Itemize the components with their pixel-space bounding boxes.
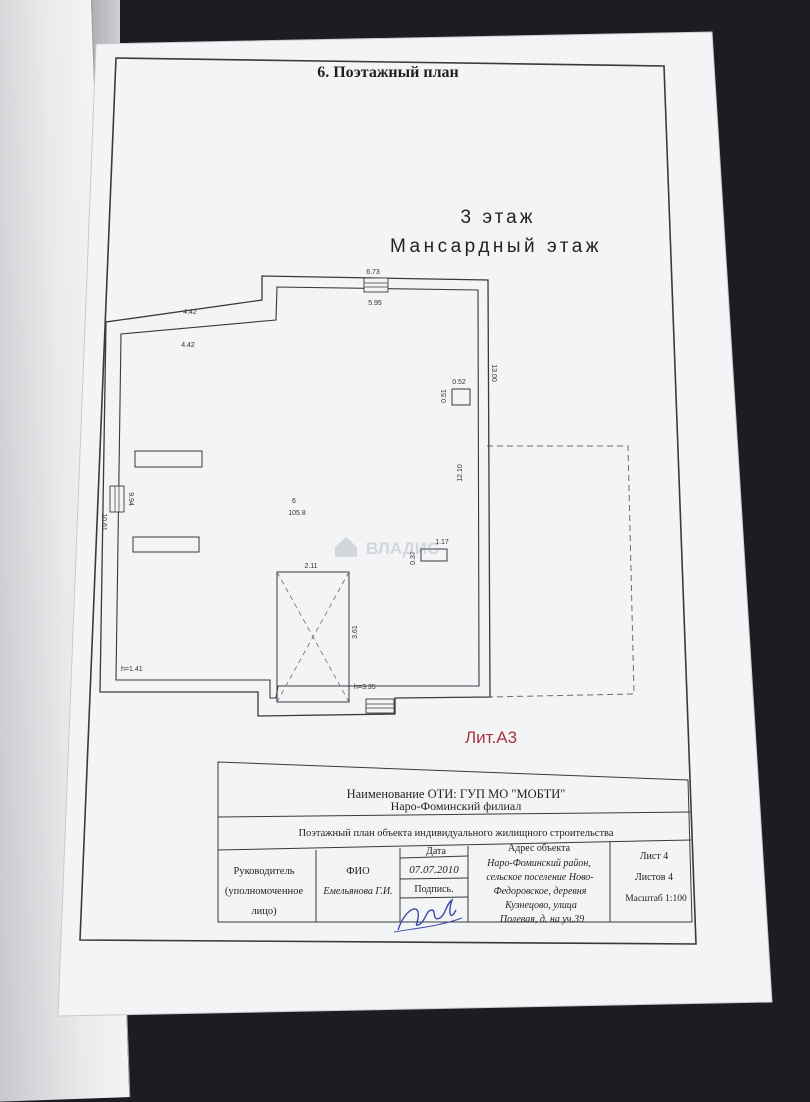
skylight-lower xyxy=(132,536,200,553)
tb-address-line2: сельское поселение Ново- xyxy=(486,872,593,883)
watermark-text: ВЛАДИС xyxy=(366,539,439,558)
tb-doc-title: Поэтажный план объекта индивидуального ж… xyxy=(298,828,613,839)
tb-role-line1: Руководитель xyxy=(234,866,295,877)
tb-date-value: 07.07.2010 xyxy=(409,864,459,876)
tb-sheet-label: Лист 4 xyxy=(640,851,668,862)
tb-org-line1: Наименование ОТИ: ГУП МО "МОБТИ" xyxy=(347,787,566,801)
page-frame xyxy=(79,57,697,945)
dim-stair-height: 3.61 xyxy=(352,625,359,639)
tb-scale-label: Масштаб 1:100 xyxy=(625,893,687,904)
stair-opening xyxy=(276,571,350,703)
room-area: 105.8 xyxy=(288,510,306,517)
tb-address-line3: Федоровское, деревня xyxy=(494,886,587,897)
title-block xyxy=(217,761,693,923)
dim-right-inner: 12.10 xyxy=(457,464,464,482)
dim-chimney-width: 0.52 xyxy=(452,379,466,386)
dim-top-inner: 5.95 xyxy=(368,300,382,307)
ventilation-shaft xyxy=(420,548,448,562)
dim-stair-width: 2.11 xyxy=(304,563,317,570)
watermark-house-icon xyxy=(335,537,357,557)
dim-shaft-width: 1.17 xyxy=(435,539,449,546)
outer-wall xyxy=(99,275,491,717)
dim-right-height: 13.00 xyxy=(490,364,497,382)
room-number: 6 xyxy=(292,498,296,505)
paper-sheet xyxy=(57,31,773,1017)
watermark: ВЛАДИС xyxy=(335,537,439,558)
tb-address-label: Адрес объекта xyxy=(508,843,571,854)
page-heading: 6. Поэтажный план xyxy=(317,64,459,81)
height-left: h=1.41 xyxy=(121,666,143,673)
skylight-upper xyxy=(134,450,203,468)
dim-left-height: 10.61 xyxy=(100,513,107,531)
tb-role-line3: лицо) xyxy=(251,906,277,917)
tb-address-line1: Наро-Фоминский район, xyxy=(486,858,591,869)
window-left xyxy=(109,485,125,513)
dim-shaft-height: 0.37 xyxy=(410,551,417,565)
tb-address-line4: Кузнецово, улица xyxy=(504,900,577,911)
tb-fio-label: ФИО xyxy=(346,866,370,877)
tb-address-line5: Полевая, д. на уч.39 xyxy=(499,914,584,925)
height-stair: h=3.35 xyxy=(354,684,376,691)
tb-sign-label: Подпись. xyxy=(414,884,453,895)
tb-org-line2: Наро-Фоминский филиал xyxy=(391,799,522,813)
tb-sheets-label: Листов 4 xyxy=(635,872,673,883)
window-bottom xyxy=(365,698,395,714)
dim-top-outer: 6.73 xyxy=(366,269,380,276)
tb-date-label: Дата xyxy=(426,846,446,857)
tb-fio-value: Емельянова Г.И. xyxy=(322,886,392,897)
tb-role-line2: (уполномоченное xyxy=(225,886,304,897)
lower-floor-outline xyxy=(487,445,635,698)
chimney xyxy=(451,388,471,406)
floor-title: 3 этаж xyxy=(461,207,536,228)
window-top xyxy=(363,277,389,293)
dim-left-inner: 9.94 xyxy=(127,492,134,506)
signature xyxy=(397,898,457,931)
inner-wall xyxy=(115,286,480,699)
lit-label: Лит.А3 xyxy=(465,728,517,747)
dim-left-inner-top: 4.42 xyxy=(181,342,195,349)
signature-underline xyxy=(393,917,463,933)
dim-chimney-height: 0.51 xyxy=(441,389,448,403)
dim-left-outer-top: 4.42 xyxy=(183,309,197,316)
floor-subtitle: Мансардный этаж xyxy=(390,236,602,257)
